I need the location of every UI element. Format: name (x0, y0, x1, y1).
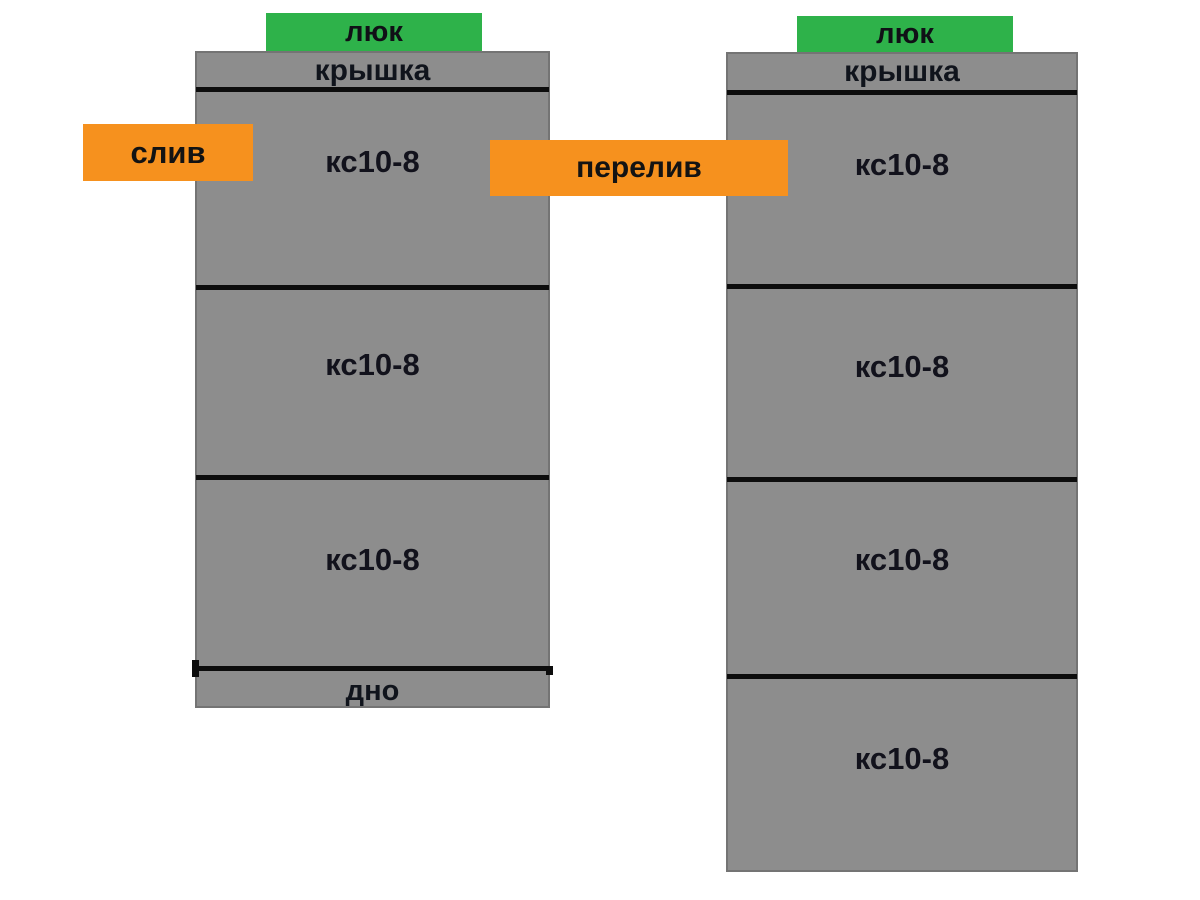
ring-segment-label: кс10-8 (325, 144, 420, 179)
right-joint-line-1 (727, 284, 1077, 289)
overflow-pipe-label: перелив (490, 140, 788, 196)
right-hatch-label: люк (876, 18, 934, 50)
right-cover-label: крышка (844, 54, 960, 88)
right-joint-line-2 (727, 477, 1077, 482)
right-joint-line-3 (727, 674, 1077, 679)
left-bottom-label: дно (345, 674, 400, 707)
left-hatch-block: люк (266, 13, 482, 52)
ring-segment-label: кс10-8 (854, 349, 950, 384)
left-joint-line-2 (196, 475, 549, 480)
left-cover-label: крышка (314, 53, 431, 87)
left-hatch-label: люк (345, 16, 403, 48)
bottom-dimension-line (192, 660, 553, 677)
ring-segment-label: кс10-8 (854, 147, 950, 182)
ring-segment-label: кс10-8 (325, 347, 420, 382)
left-cover-joint-line (196, 87, 549, 92)
drain-pipe-label: слив (83, 124, 253, 181)
left-joint-line-1 (196, 285, 549, 290)
ring-segment-label: кс10-8 (325, 542, 420, 577)
right-cover-joint-line (727, 90, 1077, 95)
ring-segment-label: кс10-8 (854, 542, 950, 577)
right-hatch-block: люк (797, 16, 1013, 53)
ring-segment-label: кс10-8 (854, 741, 950, 776)
